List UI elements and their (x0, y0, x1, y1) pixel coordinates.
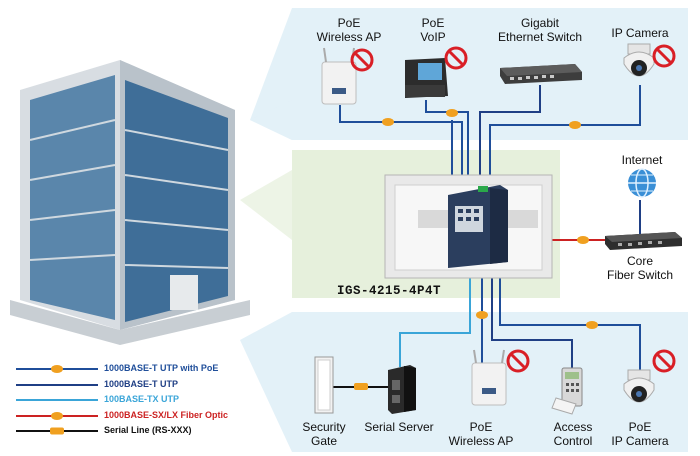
bottom-panel (240, 312, 688, 452)
label-core-fiber-switch: Core Fiber Switch (606, 254, 674, 282)
label-serial-server: Serial Server (364, 420, 434, 434)
ip-camera-bottom-icon (623, 369, 655, 403)
serial-server-icon (388, 365, 416, 414)
legend-item: 100BASE-TX UTP (16, 394, 180, 404)
building-illustration (10, 60, 250, 345)
label-internet: Internet (621, 153, 663, 167)
legend-item: Serial Line (RS-XXX) (14, 424, 274, 440)
core-fiber-switch-icon (605, 232, 682, 250)
wireless-ap-bottom-icon (471, 349, 507, 406)
label-security-gate: Security Gate (302, 420, 346, 448)
label-poe-wireless-ap-bottom: PoE Wireless AP (448, 420, 514, 448)
security-gate-icon (314, 356, 334, 414)
poe-badges (354, 109, 598, 390)
legend-item: 1000BASE-SX/LX Fiber Optic (14, 409, 274, 425)
legend-item: 1000BASE-T UTP (16, 378, 179, 389)
legend: 1000BASE-T UTP with PoE 1000BASE-T UTP 1… (14, 362, 274, 440)
wireless-ap-icon (321, 47, 357, 105)
cable-lines (330, 85, 641, 388)
label-gigabit-switch: Gigabit Ethernet Switch (497, 16, 583, 44)
label-ip-camera-top: IP Camera (611, 26, 669, 40)
ip-camera-top-icon (623, 43, 655, 77)
access-control-icon (551, 367, 583, 415)
top-panel (250, 8, 688, 140)
gigabit-switch-icon (500, 64, 582, 84)
internet-globe-icon (628, 168, 656, 198)
legend-item: 1000BASE-T UTP with PoE (14, 362, 274, 378)
no-power-adapter-icons (350, 44, 676, 373)
voip-phone-icon (405, 58, 448, 98)
model-label: IGS-4215-4P4T (337, 284, 442, 298)
igs-switch-icon (448, 185, 508, 268)
label-poe-wireless-ap-top: PoE Wireless AP (316, 16, 382, 44)
label-poe-voip: PoE VoIP (420, 16, 446, 44)
label-access-control: Access Control (553, 420, 593, 448)
label-poe-ip-camera: PoE IP Camera (611, 420, 669, 448)
